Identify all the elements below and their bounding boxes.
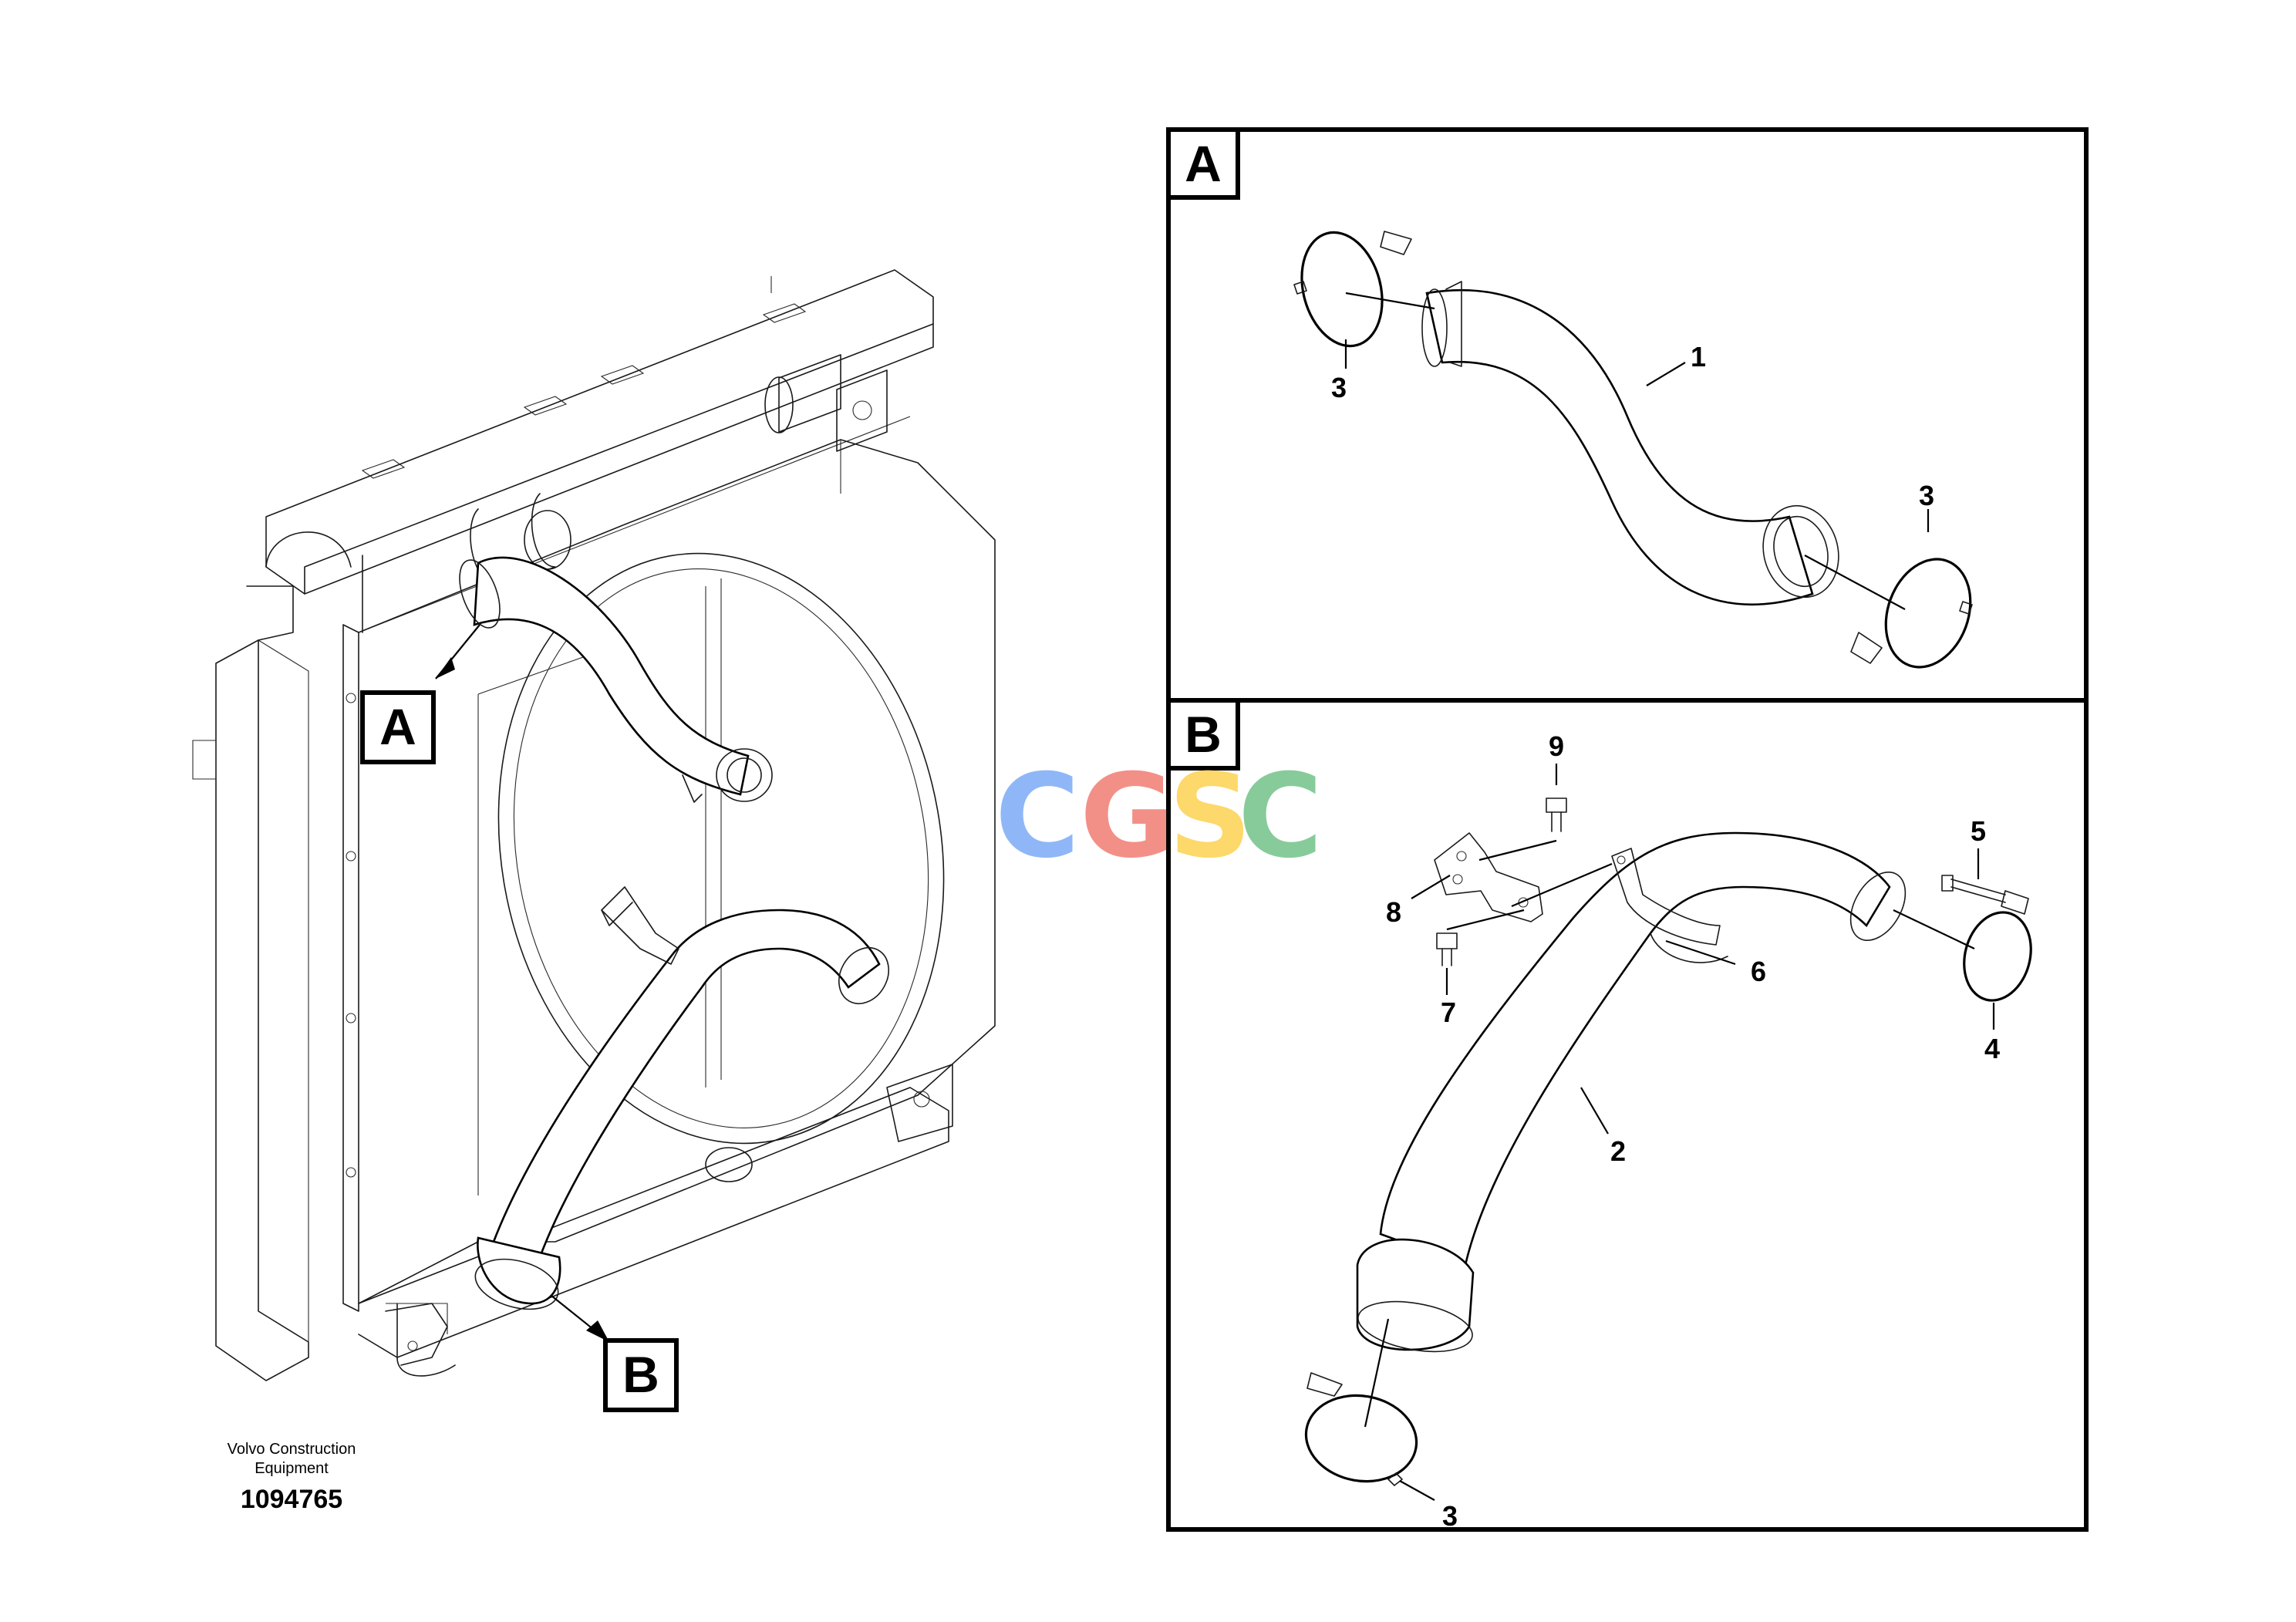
- clamp-b-right: [1963, 890, 2032, 1002]
- bolt-9: [1546, 798, 1567, 832]
- view-b: B: [1166, 698, 2032, 1532]
- watermark-letter-4: C: [1238, 750, 1323, 884]
- clamp-b-bottom: [1304, 1372, 1418, 1486]
- watermark-letter-3: S: [1168, 750, 1252, 884]
- hose-upper: [1421, 281, 1839, 605]
- bolt-5: [1941, 875, 2006, 903]
- upper-hose-on-radiator: [459, 556, 773, 803]
- watermark: C G S C: [995, 750, 1323, 884]
- label-part-6: 6: [1751, 956, 1766, 987]
- view-a: A 1 3 3: [1166, 127, 1973, 669]
- callout-b-main-label: B: [622, 1346, 659, 1403]
- footer: Volvo Construction Equipment 1094765: [228, 1441, 356, 1514]
- radiator-assembly: [192, 269, 996, 1381]
- clamp-a-right: [1850, 558, 1973, 669]
- label-part-4: 4: [1984, 1033, 2000, 1064]
- label-part-3-a-right: 3: [1919, 480, 1934, 511]
- bolt-7: [1436, 932, 1458, 966]
- callout-a-main: A: [360, 624, 480, 764]
- view-a-label: A: [1185, 135, 1222, 192]
- view-b-label: B: [1185, 706, 1222, 763]
- label-part-3-b-bottom: 3: [1442, 1500, 1458, 1532]
- watermark-letter-2: G: [1080, 750, 1175, 884]
- hose-lower: [1356, 831, 1907, 1353]
- label-part-7: 7: [1441, 996, 1456, 1028]
- maker-name-line2: Equipment: [255, 1460, 329, 1477]
- label-part-1: 1: [1691, 341, 1706, 373]
- label-part-9: 9: [1549, 730, 1564, 762]
- bracket-8: [1434, 832, 1543, 922]
- label-part-8: 8: [1386, 896, 1401, 928]
- label-part-2: 2: [1610, 1135, 1626, 1167]
- callout-b-main: B: [551, 1295, 679, 1412]
- detail-frame: [1166, 127, 2089, 1532]
- label-part-3-a-left: 3: [1331, 372, 1347, 403]
- document-number: 1094765: [241, 1485, 342, 1514]
- maker-name-line1: Volvo Construction: [228, 1441, 356, 1458]
- watermark-letter-1: C: [995, 750, 1080, 884]
- clamp-a-left: [1293, 231, 1412, 348]
- callout-a-main-label: A: [379, 698, 416, 755]
- lower-hose-on-radiator: [474, 886, 889, 1310]
- clamp-bracket-6: [1611, 848, 1721, 946]
- label-part-5: 5: [1971, 815, 1986, 847]
